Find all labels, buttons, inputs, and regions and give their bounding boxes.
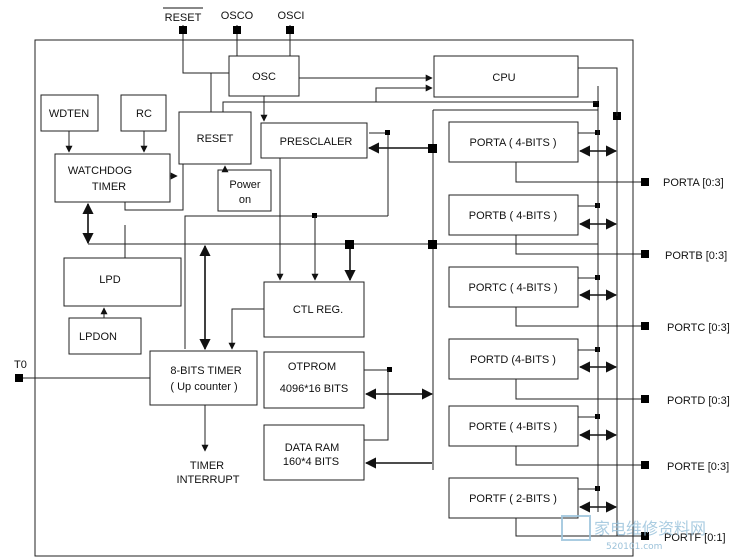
- portb-pin: PORTB [0:3]: [641, 250, 727, 262]
- svg-text:Power: Power: [229, 179, 261, 191]
- svg-text:PORTD (4-BITS ): PORTD (4-BITS ): [470, 354, 556, 366]
- osco-pin: OSCO: [221, 10, 254, 56]
- lpd-block: LPD: [63, 257, 182, 307]
- prescaler-block: PRESCLALER: [260, 122, 368, 159]
- lpdon-block: LPDON: [68, 317, 142, 355]
- svg-text:DATA RAM: DATA RAM: [285, 442, 340, 454]
- port-block-a: PORTA ( 4-BITS ): [448, 121, 579, 163]
- control-wiring: [100, 130, 437, 452]
- watchdog-timer-block: WATCHDOG TIMER: [54, 153, 171, 203]
- osco-pin-label: OSCO: [221, 10, 254, 22]
- svg-text:on: on: [239, 194, 251, 206]
- svg-text:WATCHDOG: WATCHDOG: [68, 165, 132, 177]
- svg-text:PORTF [0:1]: PORTF [0:1]: [664, 532, 726, 544]
- svg-text:PORTF ( 2-BITS ): PORTF ( 2-BITS ): [469, 493, 557, 505]
- port-block-f: PORTF ( 2-BITS ): [448, 477, 579, 519]
- svg-text:PORTA [0:3]: PORTA [0:3]: [663, 177, 724, 189]
- svg-text:520101.com: 520101.com: [606, 542, 662, 552]
- svg-text:160*4 BITS: 160*4 BITS: [283, 456, 339, 468]
- svg-text:CTL REG.: CTL REG.: [293, 304, 343, 316]
- data-bus: [432, 67, 621, 536]
- memory-wiring: [364, 367, 434, 469]
- watchdog-wiring: [65, 131, 598, 258]
- wdten-block: WDTEN: [40, 94, 99, 132]
- svg-text:PORTD [0:3]: PORTD [0:3]: [667, 395, 730, 407]
- port-block-c: PORTC ( 4-BITS ): [448, 266, 579, 308]
- svg-text:PORTB ( 4-BITS ): PORTB ( 4-BITS ): [469, 210, 557, 222]
- svg-text:RC: RC: [136, 108, 152, 120]
- port-wiring: [515, 130, 641, 537]
- svg-text:OTPROM: OTPROM: [288, 361, 336, 373]
- otprom-block: OTPROM 4096*16 BITS: [263, 351, 365, 409]
- timer-interrupt-label: TIMER INTERRUPT: [177, 460, 240, 486]
- svg-text:INTERRUPT: INTERRUPT: [177, 474, 240, 486]
- t0-pin: T0: [14, 359, 150, 382]
- port-block-d: PORTD (4-BITS ): [448, 338, 579, 380]
- reset-block: RESET: [178, 111, 252, 165]
- cpu-block: CPU: [433, 55, 579, 98]
- svg-text:LPDON: LPDON: [79, 331, 117, 343]
- timer-block: 8-BITS TIMER ( Up counter ): [149, 350, 258, 406]
- portc-pin: PORTC [0:3]: [641, 322, 730, 334]
- port-block-e: PORTE ( 4-BITS ): [448, 405, 579, 447]
- svg-text:PRESCLALER: PRESCLALER: [280, 136, 353, 148]
- port-block-b: PORTB ( 4-BITS ): [448, 194, 579, 236]
- rc-block: RC: [120, 94, 167, 132]
- svg-text:TIMER: TIMER: [92, 181, 126, 193]
- data-ram-block: DATA RAM 160*4 BITS: [263, 424, 365, 481]
- portf-pin: PORTF [0:1]: [641, 532, 726, 544]
- reset-pin-label: RESET: [165, 12, 202, 24]
- svg-text:TIMER: TIMER: [190, 460, 224, 472]
- svg-text:4096*16 BITS: 4096*16 BITS: [280, 383, 349, 395]
- ctl-reg-block: CTL REG.: [263, 281, 365, 338]
- svg-text:LPD: LPD: [99, 274, 120, 286]
- svg-text:RESET: RESET: [197, 133, 234, 145]
- svg-text:PORTC ( 4-BITS ): PORTC ( 4-BITS ): [468, 282, 557, 294]
- svg-text:PORTC [0:3]: PORTC [0:3]: [667, 322, 730, 334]
- chip-outline: [34, 39, 634, 557]
- porte-pin: PORTE [0:3]: [641, 461, 729, 473]
- svg-text:PORTE ( 4-BITS ): PORTE ( 4-BITS ): [469, 421, 557, 433]
- porta-pin: PORTA [0:3]: [641, 177, 724, 189]
- osc-block: OSC: [228, 55, 300, 97]
- svg-text:8-BITS TIMER: 8-BITS TIMER: [170, 365, 241, 377]
- svg-text:T0: T0: [14, 359, 27, 371]
- svg-text:家电维修资料网: 家电维修资料网: [594, 519, 706, 538]
- portd-pin: PORTD [0:3]: [641, 395, 730, 407]
- svg-text:OSC: OSC: [252, 71, 276, 83]
- watermark: 家电维修资料网 520101.com: [561, 515, 706, 552]
- svg-text:WDTEN: WDTEN: [49, 108, 89, 120]
- osci-pin-label: OSCI: [278, 10, 305, 22]
- clock-wiring: [182, 34, 598, 122]
- osci-pin: OSCI: [278, 10, 305, 56]
- svg-text:PORTB [0:3]: PORTB [0:3]: [665, 250, 727, 262]
- svg-text:PORTA ( 4-BITS ): PORTA ( 4-BITS ): [470, 137, 557, 149]
- svg-text:( Up counter ): ( Up counter ): [170, 381, 237, 393]
- svg-text:PORTE [0:3]: PORTE [0:3]: [667, 461, 729, 473]
- power-on-block: Power on: [217, 169, 272, 212]
- svg-text:CPU: CPU: [492, 72, 515, 84]
